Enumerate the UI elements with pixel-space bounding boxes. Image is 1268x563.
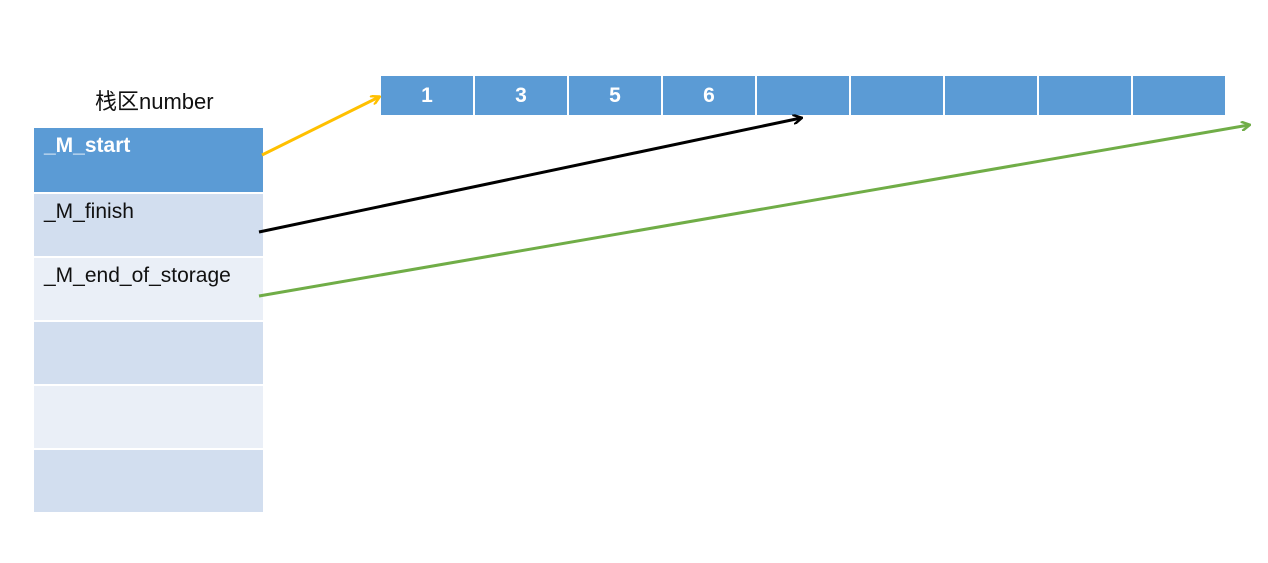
heap-cell [757, 76, 851, 115]
heap-cell: 1 [381, 76, 475, 115]
finish-pointer-arrow [258, 118, 801, 234]
stack-cell-empty [34, 386, 263, 450]
start-pointer-arrow [261, 97, 379, 157]
stack-cell-label: _M_finish [44, 200, 134, 223]
heap-cell: 6 [663, 76, 757, 115]
stack-cell-label: _M_end_of_storage [44, 264, 231, 287]
stack-frame: _M_start _M_finish _M_end_of_storage [34, 128, 263, 514]
heap-cell: 3 [475, 76, 569, 115]
stack-cell-m-start: _M_start [34, 128, 263, 194]
heap-cell [945, 76, 1039, 115]
end-of-storage-pointer-arrow [258, 125, 1249, 298]
stack-cell-m-finish: _M_finish [34, 194, 263, 258]
stack-cell-empty [34, 322, 263, 386]
heap-array: 1 3 5 6 [381, 76, 1225, 115]
stack-cell-label: _M_start [44, 134, 131, 157]
stack-cell-m-end-of-storage: _M_end_of_storage [34, 258, 263, 322]
heap-cell: 5 [569, 76, 663, 115]
stack-cell-empty [34, 450, 263, 514]
heap-cell [1133, 76, 1225, 115]
heap-cell [851, 76, 945, 115]
heap-cell [1039, 76, 1133, 115]
stack-title: 栈区number [95, 89, 214, 114]
